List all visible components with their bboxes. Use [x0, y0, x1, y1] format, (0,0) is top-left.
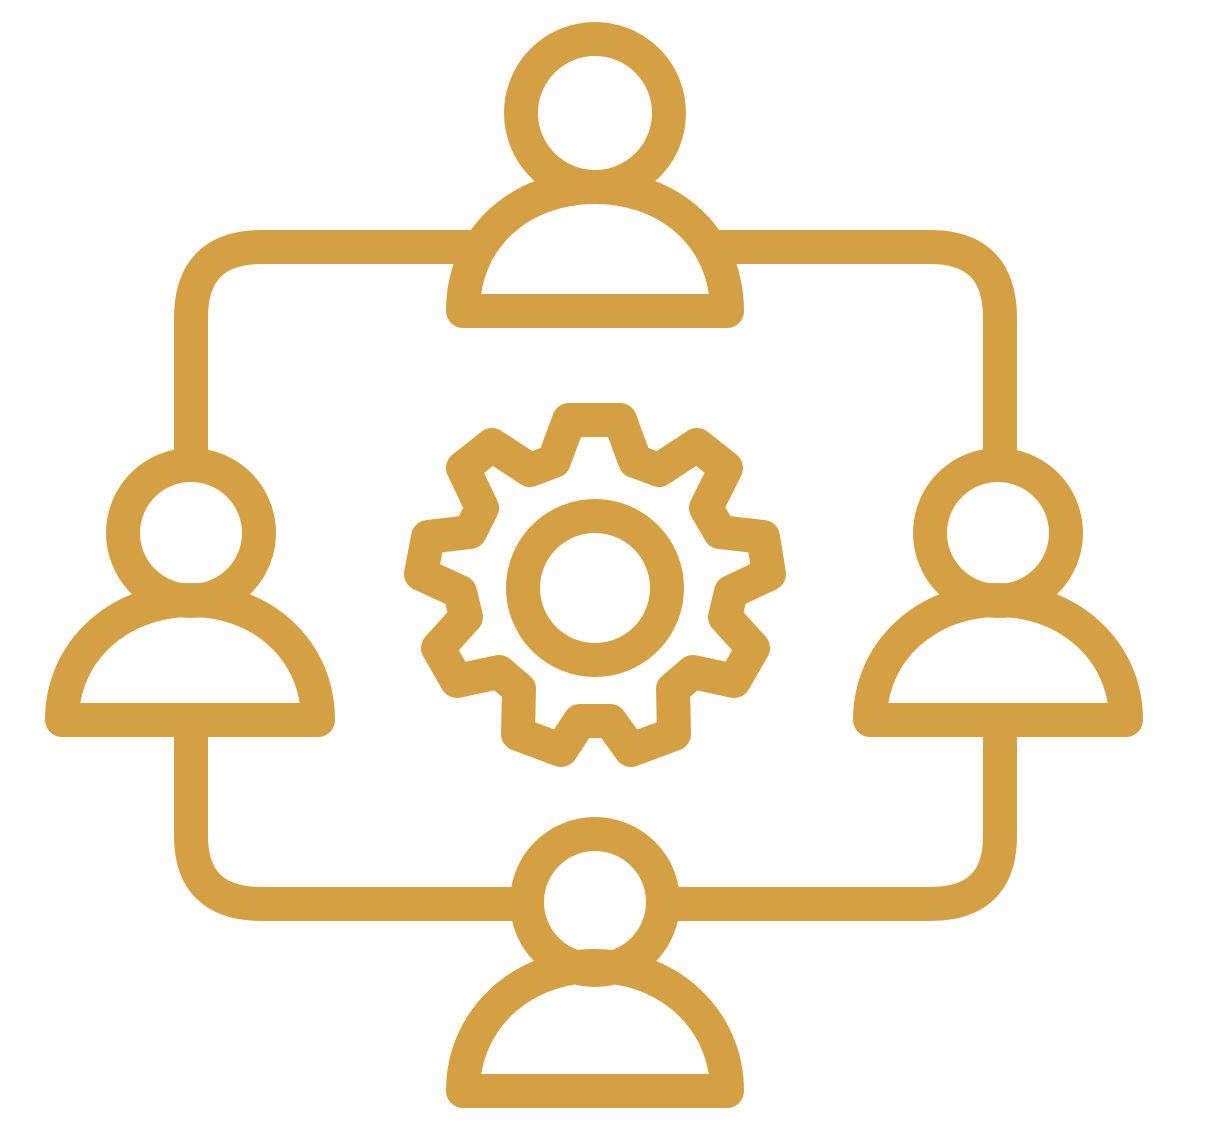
connection-frame — [174, 230, 1017, 921]
person-bottom-icon — [446, 817, 744, 1108]
person-right-icon — [853, 448, 1143, 737]
person-top-icon — [446, 22, 744, 328]
person-left-icon — [45, 448, 335, 737]
gear-icon — [404, 403, 786, 767]
